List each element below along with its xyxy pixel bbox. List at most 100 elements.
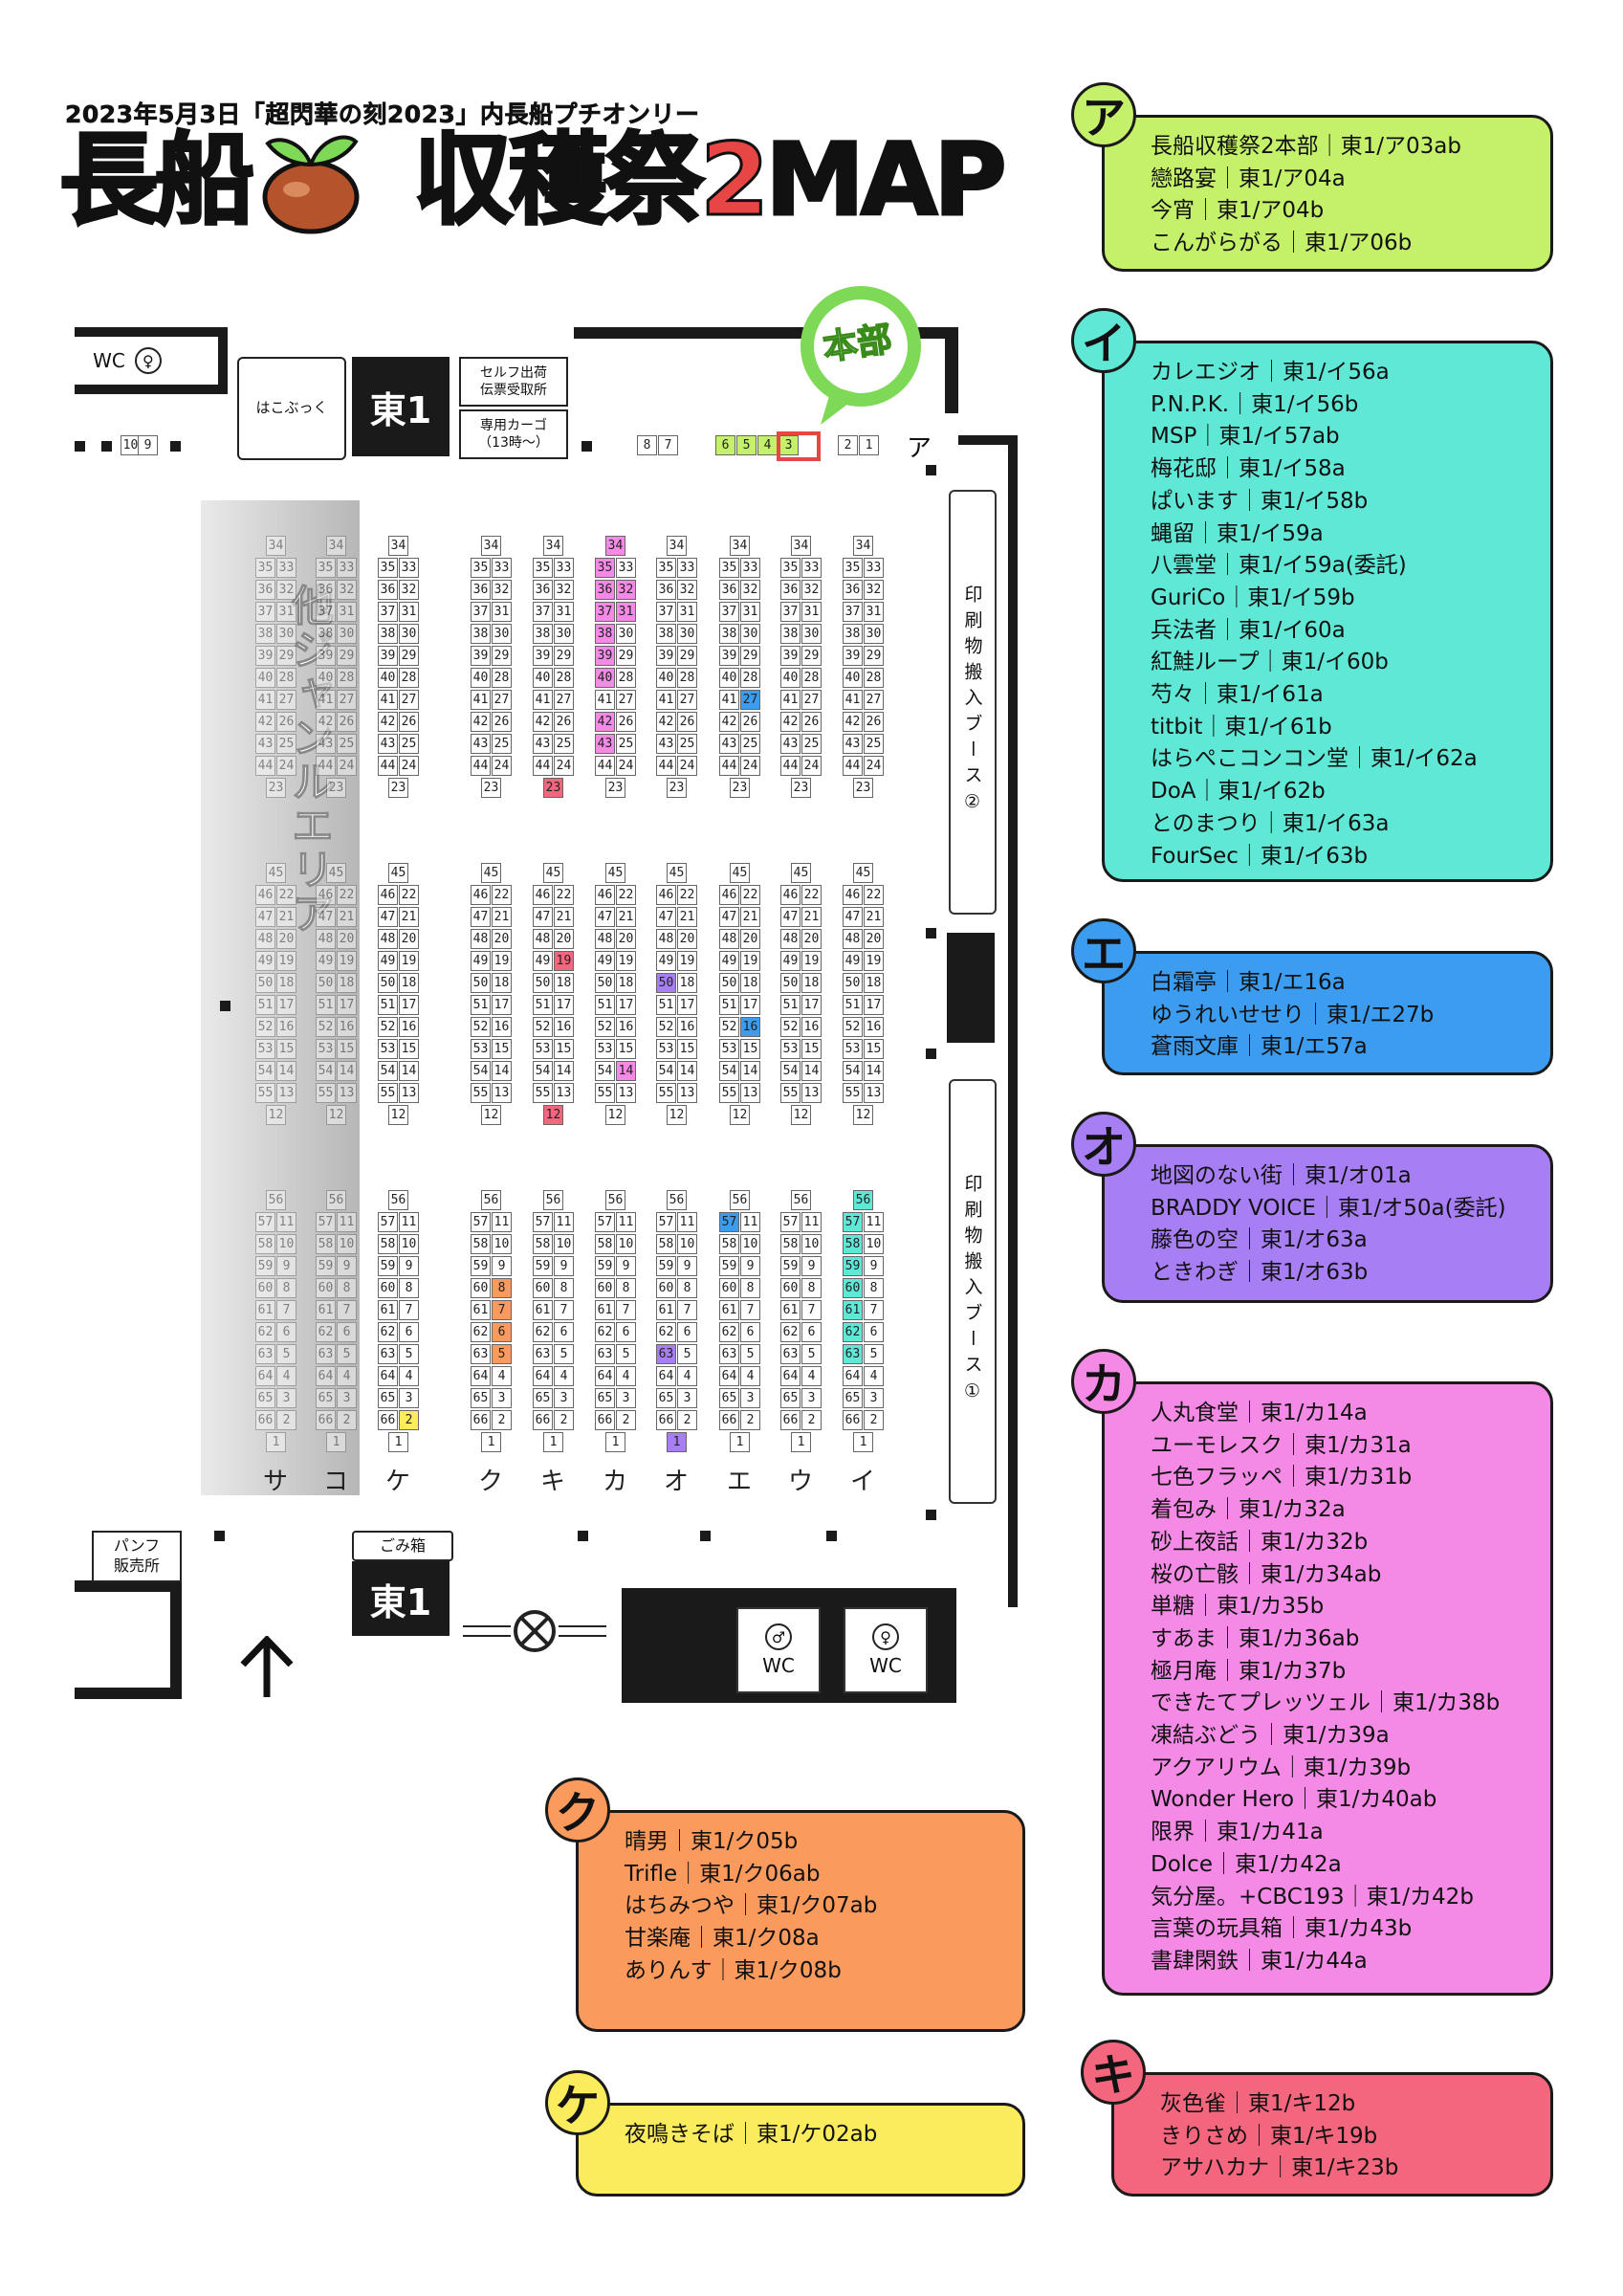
booth: 19 (276, 951, 296, 971)
booth: 26 (864, 712, 884, 732)
wall-a-label: ア (907, 434, 932, 463)
booth: 19 (492, 951, 512, 971)
honbu-bubble-icon (801, 286, 921, 425)
booth: 37 (595, 602, 615, 622)
circle-listing: 芍々｜東1/イ61a (1151, 682, 1324, 708)
booth: 12 (326, 1105, 346, 1125)
booth: 12 (730, 1105, 750, 1125)
booth: 37 (656, 602, 676, 622)
booth: 16 (276, 1017, 296, 1037)
booth: 18 (554, 973, 574, 993)
circle-listing: 極月庵｜東1/カ37b (1151, 1658, 1347, 1684)
circle-listing: 七色フラッペ｜東1/カ31b (1151, 1465, 1413, 1490)
booth: 13 (677, 1083, 697, 1103)
circle-listing: アクアリウム｜東1/カ39b (1151, 1755, 1412, 1780)
wall-bottom-left-low (75, 1688, 180, 1699)
booth: 49 (378, 951, 398, 971)
booth: 63 (378, 1344, 398, 1364)
booth: 36 (780, 580, 801, 600)
booth: 8 (337, 1278, 357, 1298)
circle-listing: 灰色雀｜東1/キ12b (1160, 2091, 1356, 2116)
booth: 2 (864, 1410, 884, 1430)
booth: 31 (740, 602, 760, 622)
booth: 54 (533, 1061, 553, 1081)
booth: 26 (616, 712, 636, 732)
booth: 35 (255, 558, 275, 578)
booth: 59 (533, 1256, 553, 1276)
booth: 12 (543, 1105, 563, 1125)
booth: 19 (616, 951, 636, 971)
booth: 57 (719, 1212, 739, 1232)
booth: 33 (492, 558, 512, 578)
booth: 21 (399, 907, 419, 927)
booth: 1 (481, 1432, 501, 1452)
booth: 34 (853, 536, 873, 556)
booth: 49 (656, 951, 676, 971)
booth: 32 (677, 580, 697, 600)
booth: 44 (378, 756, 398, 776)
booth: 53 (843, 1039, 863, 1059)
booth: 4 (276, 1366, 296, 1386)
booth: 62 (471, 1322, 491, 1342)
booth: 54 (780, 1061, 801, 1081)
booth: 12 (667, 1105, 687, 1125)
booth: 17 (554, 995, 574, 1015)
booth: 51 (316, 995, 336, 1015)
pillar (220, 1001, 230, 1011)
no-entry-icon (463, 1610, 606, 1652)
booth: 13 (616, 1083, 636, 1103)
booth: 22 (801, 885, 822, 905)
column-letter: オ (663, 1468, 689, 1496)
booth: 5 (740, 1344, 760, 1364)
booth: 33 (276, 558, 296, 578)
booth: 11 (616, 1212, 636, 1232)
print-booth-2: 印刷物搬入ブース② (949, 490, 997, 915)
booth: 12 (388, 1105, 408, 1125)
booth: 2 (492, 1410, 512, 1430)
booth: 29 (677, 646, 697, 666)
booth: 64 (780, 1366, 801, 1386)
pamphlet-counter: パンフ 販売所 (92, 1531, 182, 1582)
wall-right-step (958, 435, 1018, 445)
wc-label: WC (93, 349, 125, 372)
column-letter: カ (602, 1468, 627, 1496)
booth: 24 (337, 756, 357, 776)
column-letter: ク (477, 1468, 503, 1496)
booth: 43 (656, 734, 676, 754)
booth: 50 (843, 973, 863, 993)
booth: 53 (316, 1039, 336, 1059)
booth: 46 (316, 885, 336, 905)
booth: 23 (481, 778, 501, 798)
booth: 29 (492, 646, 512, 666)
booth: 43 (719, 734, 739, 754)
booth: 13 (399, 1083, 419, 1103)
booth: 22 (740, 885, 760, 905)
booth: 30 (337, 624, 357, 644)
booth: 54 (316, 1061, 336, 1081)
booth: 33 (801, 558, 822, 578)
circle-listing: 単糖｜東1/カ35b (1151, 1594, 1325, 1620)
booth: 57 (780, 1212, 801, 1232)
booth: 9 (399, 1256, 419, 1276)
booth: 38 (780, 624, 801, 644)
booth: 58 (843, 1234, 863, 1254)
booth: 65 (656, 1388, 676, 1408)
booth: 24 (864, 756, 884, 776)
booth: 27 (740, 690, 760, 710)
column-letter: ウ (787, 1468, 813, 1496)
booth: 27 (554, 690, 574, 710)
booth: 61 (533, 1300, 553, 1320)
circle-listing: 言葉の玩具箱｜東1/カ43b (1151, 1916, 1413, 1942)
booth: 16 (801, 1017, 822, 1037)
booth: 8 (492, 1278, 512, 1298)
booth: 31 (399, 602, 419, 622)
booth: 30 (677, 624, 697, 644)
booth: 57 (595, 1212, 615, 1232)
booth: 30 (399, 624, 419, 644)
booth: 35 (533, 558, 553, 578)
circle-listing: Trifle｜東1/ク06ab (625, 1861, 821, 1887)
booth: 20 (864, 929, 884, 949)
booth: 29 (864, 646, 884, 666)
booth: 15 (740, 1039, 760, 1059)
badge-o: オ (1071, 1112, 1136, 1177)
